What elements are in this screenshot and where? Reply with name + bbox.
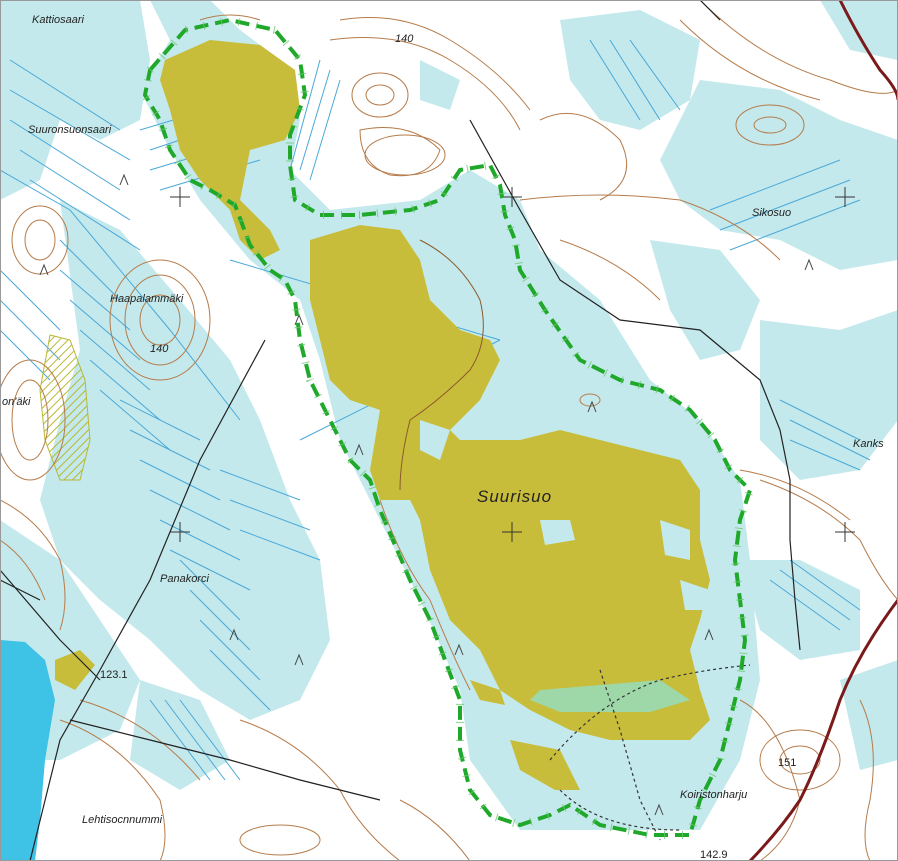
place-label: Sikosuo	[752, 207, 791, 219]
place-label: Panakorci	[160, 573, 209, 585]
place-label: Suuronsuonsaari	[28, 124, 112, 136]
dashed-track	[549, 664, 751, 841]
lake	[0, 640, 55, 861]
place-label: Haapalammäki	[110, 293, 184, 305]
bog-islands	[420, 420, 710, 610]
protected-area-boundary	[140, 15, 755, 839]
bog-areas	[55, 40, 710, 790]
elevation-label: 151	[778, 757, 796, 769]
place-label: Kattiosaari	[32, 14, 85, 26]
elevation-label: 140	[395, 33, 414, 45]
main-label: Suurisuo	[477, 487, 552, 506]
elevation-label: 140	[150, 343, 169, 355]
place-label: Koiristonharju	[680, 789, 747, 801]
main-road	[748, 0, 898, 861]
elevation-label: 123.1	[100, 669, 128, 681]
place-label: Lehtisocnnummi	[82, 814, 163, 826]
trail	[399, 239, 484, 491]
marsh-symbols	[39, 173, 814, 816]
place-label: on'äki	[2, 396, 31, 408]
grass-band	[530, 680, 690, 712]
roads	[0, 0, 801, 861]
elevation-label: 142.9	[700, 849, 728, 861]
map-labels: Kattiosaari Suuronsuonsaari Haapalammäki…	[2, 14, 884, 861]
hatched-area	[39, 334, 91, 481]
place-label: Kanks	[853, 438, 884, 450]
crosshair-markers	[170, 187, 855, 542]
